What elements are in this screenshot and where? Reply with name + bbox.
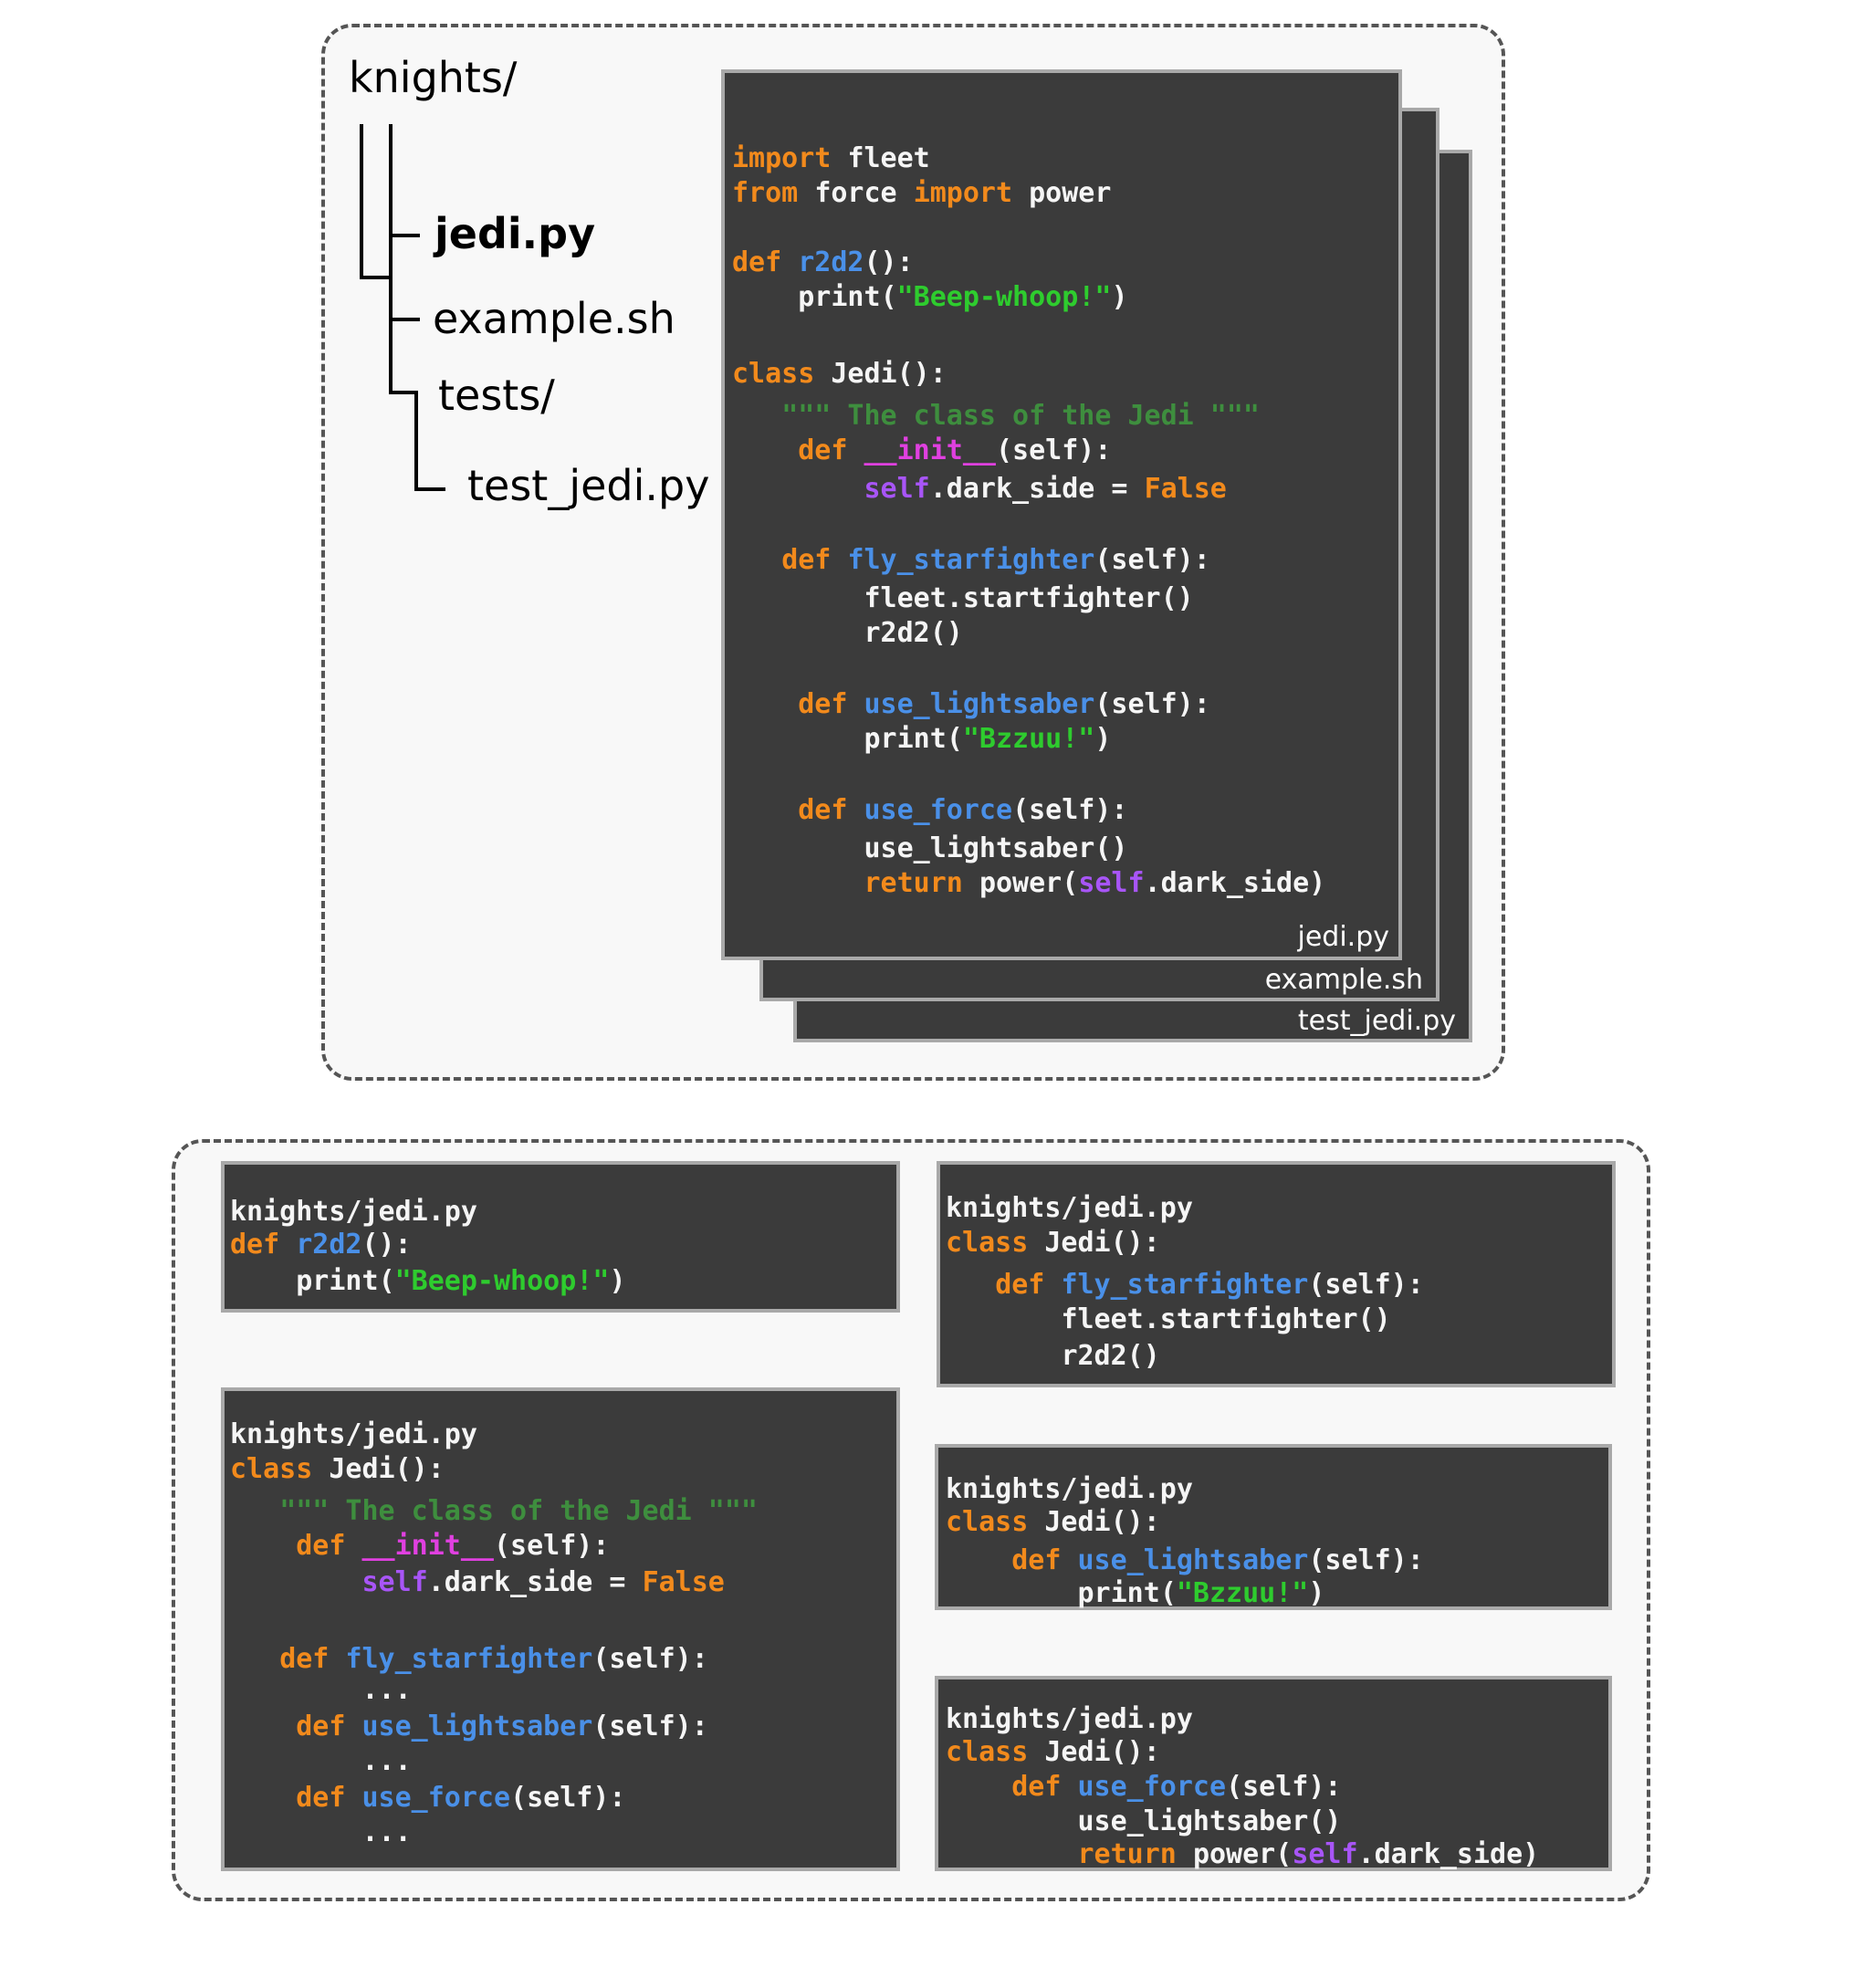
- tree-item-tests-folder: tests/: [438, 371, 555, 420]
- chunk-path: knights/jedi.py: [230, 1196, 477, 1228]
- tree-connector: [389, 318, 420, 321]
- tree-root-label: knights/: [349, 53, 518, 102]
- file-tag-example-sh: example.sh: [1264, 964, 1423, 996]
- chunk-jedi-class: knights/jedi.py class Jedi(): """ The cl…: [221, 1387, 900, 1871]
- tree-connector: [360, 124, 363, 279]
- code-sheet-jedi-py: jedi.py import fleet from force import p…: [721, 69, 1402, 960]
- file-tag-jedi-py: jedi.py: [1297, 921, 1389, 953]
- tree-connector: [414, 391, 418, 491]
- chunk-path: knights/jedi.py: [946, 1473, 1193, 1505]
- chunk-use-lightsaber: knights/jedi.py class Jedi(): def use_li…: [935, 1444, 1612, 1610]
- chunk-path: knights/jedi.py: [230, 1418, 477, 1450]
- tree-connector: [360, 276, 393, 279]
- chunk-path: knights/jedi.py: [946, 1703, 1193, 1735]
- file-tag-test-jedi: test_jedi.py: [1297, 1005, 1456, 1037]
- tree-item-jedi-py: jedi.py: [434, 209, 596, 258]
- tree-connector: [389, 391, 418, 394]
- code-jedi-full: import fleet from force import power def…: [732, 142, 1326, 899]
- tree-connector: [414, 487, 445, 491]
- chunk-use-force: knights/jedi.py class Jedi(): def use_fo…: [935, 1676, 1612, 1871]
- tree-connector: [389, 234, 420, 237]
- tree-item-test-jedi-py: test_jedi.py: [467, 461, 710, 510]
- tree-connector: [389, 124, 393, 392]
- chunk-r2d2: knights/jedi.py def r2d2(): print("Beep-…: [221, 1161, 900, 1313]
- tree-item-example-sh: example.sh: [433, 294, 675, 343]
- chunk-path: knights/jedi.py: [946, 1192, 1193, 1224]
- chunk-fly-starfighter: knights/jedi.py class Jedi(): def fly_st…: [937, 1161, 1616, 1387]
